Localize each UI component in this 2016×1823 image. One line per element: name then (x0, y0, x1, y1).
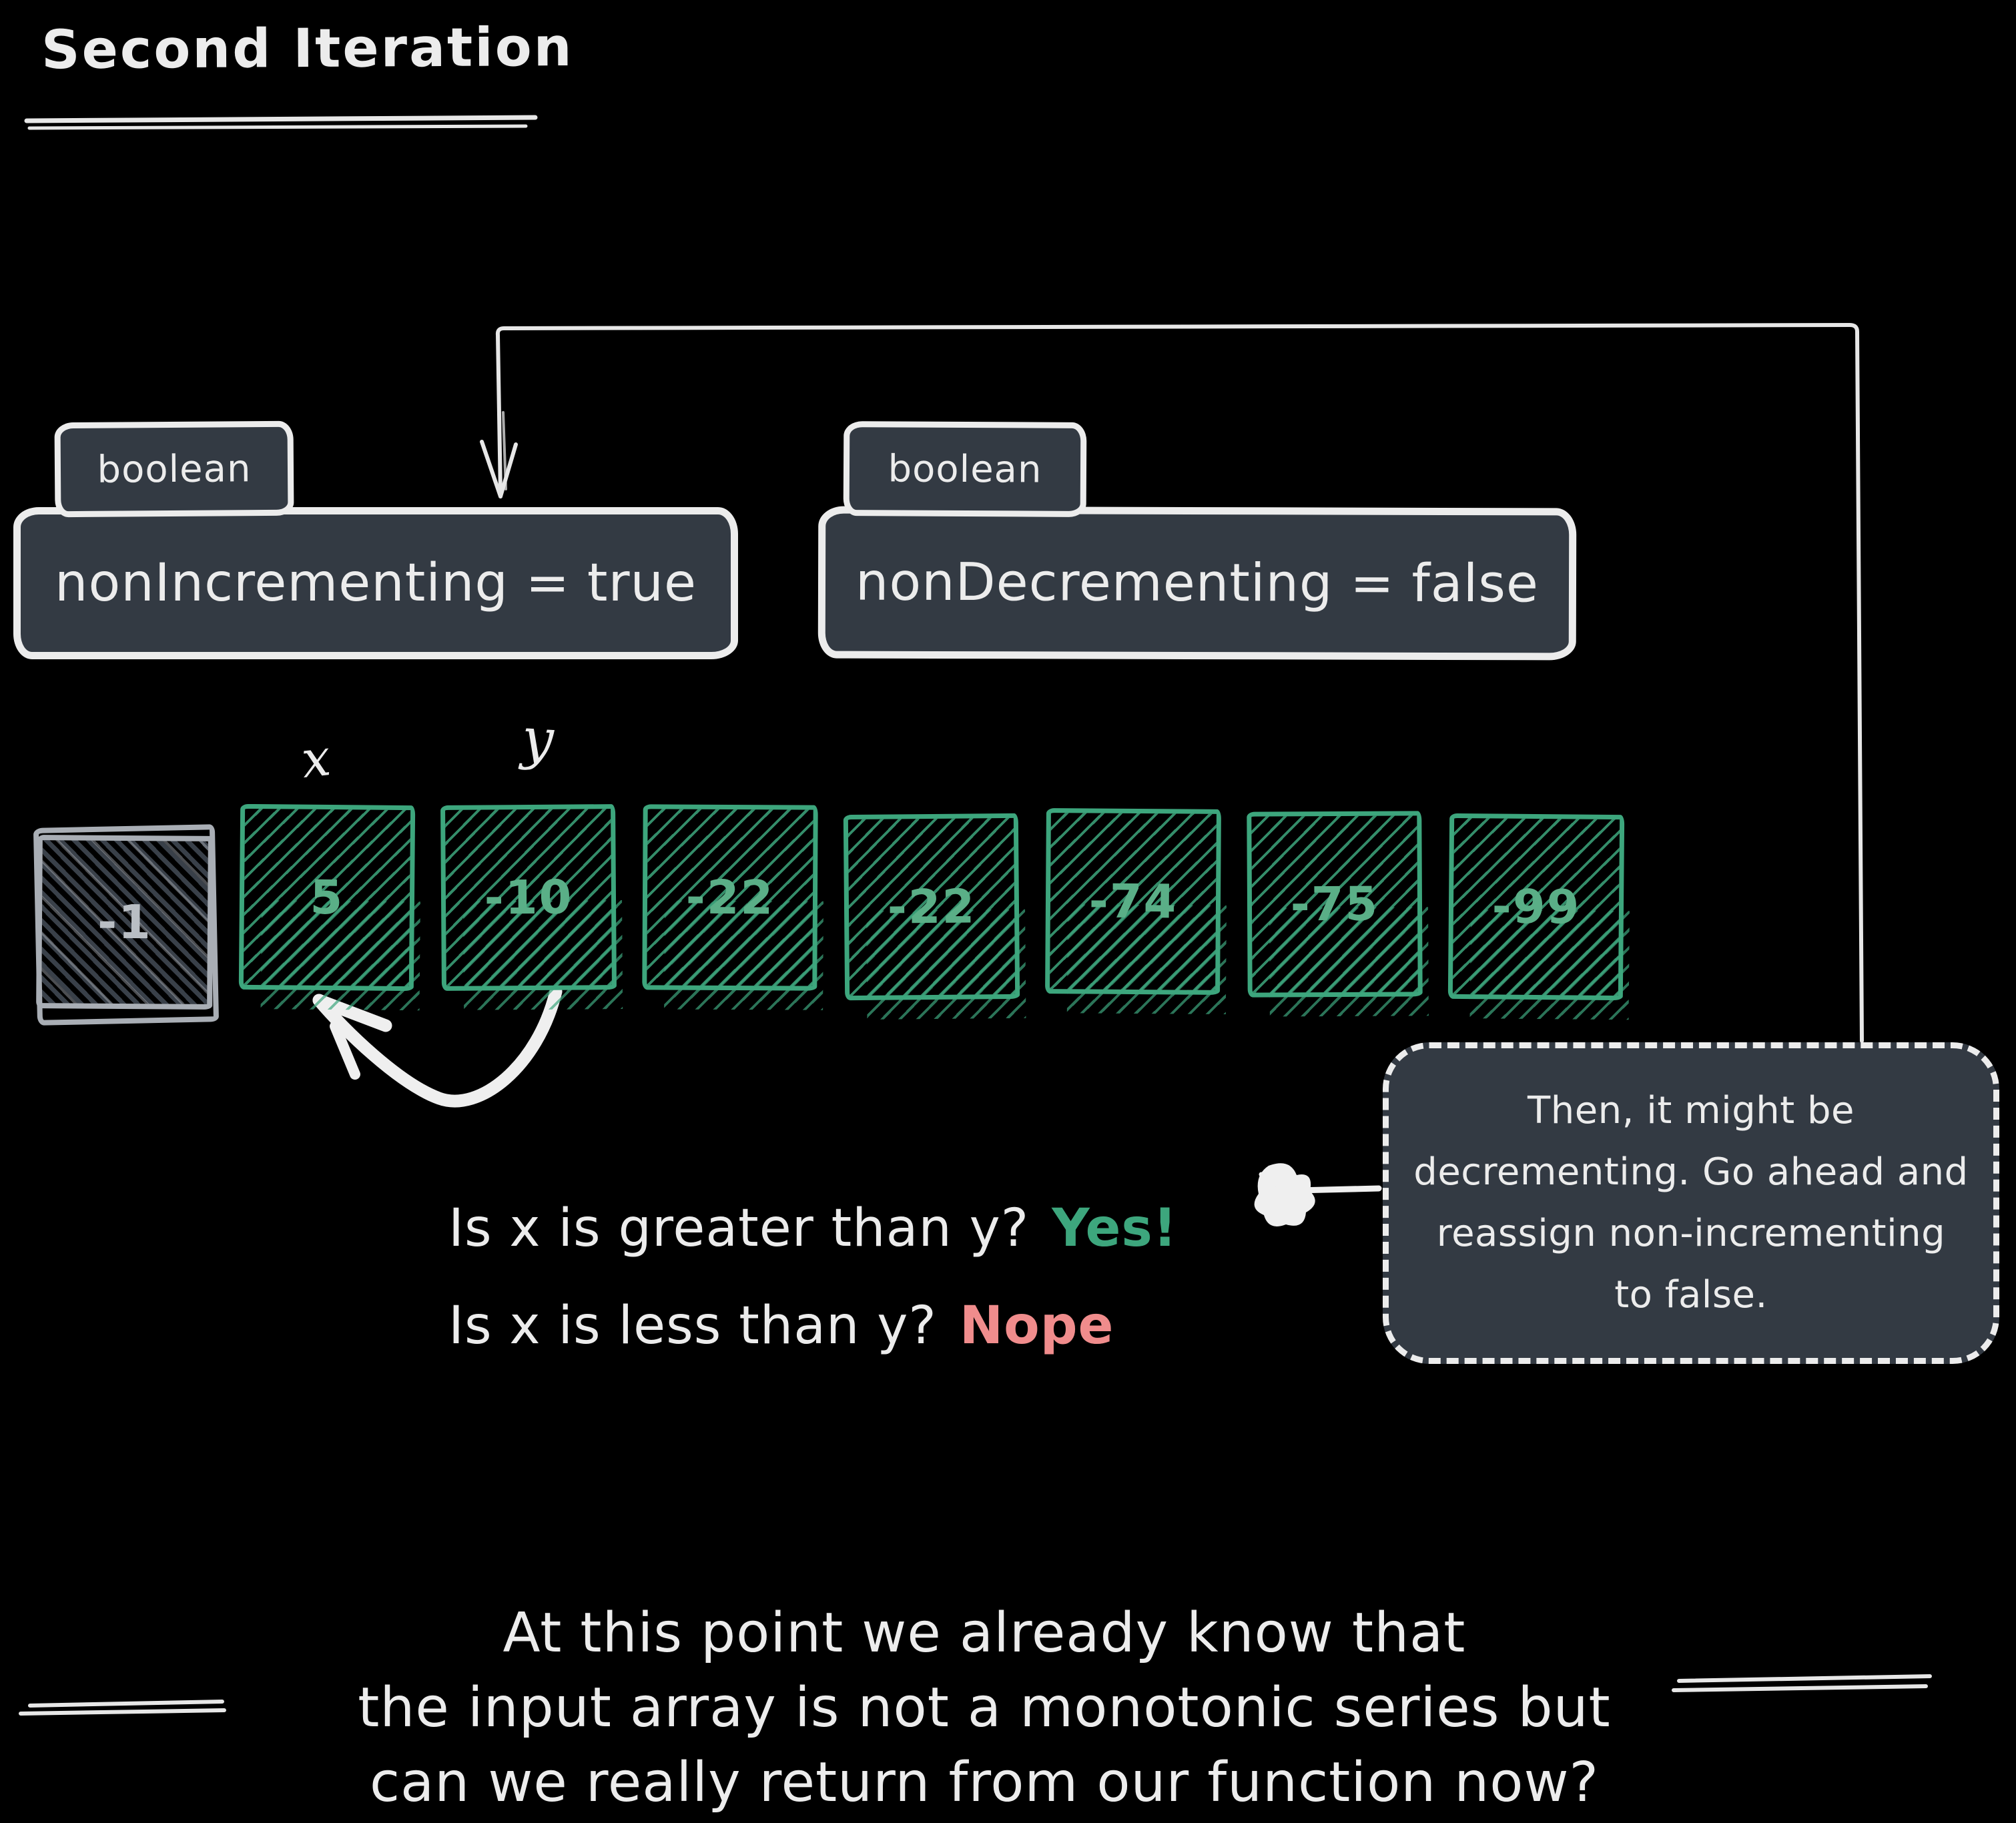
pointer-to-callout-line (1294, 1185, 1382, 1194)
input-array: -1 5 -10 -22 -22 -74 -75 -99 (36, 803, 1625, 1010)
array-cell: -74 (1045, 808, 1221, 995)
cell-value: -75 (1290, 876, 1379, 932)
question-greater-answer: Yes! (1052, 1198, 1178, 1258)
callout-line: Then, it might be (1528, 1089, 1855, 1132)
callout-line: reassign non-incrementing (1436, 1212, 1946, 1255)
array-cell: -75 (1247, 811, 1423, 998)
cell-value: -22 (685, 869, 775, 926)
variable-box-nonincrementing: nonIncrementing = true (13, 507, 738, 659)
callout-line: decrementing. Go ahead and (1413, 1150, 1969, 1194)
cell-value: -74 (1088, 873, 1178, 930)
bottom-left-mark (19, 1700, 226, 1716)
array-cell: -1 (36, 835, 214, 1010)
type-tag-label: boolean (97, 446, 252, 492)
scribble-pointer-icon (1254, 1163, 1315, 1226)
question-greater-prompt: Is x is greater than y? (448, 1198, 1030, 1258)
variable-declaration: nonDecrementing = false (855, 552, 1540, 615)
cell-value: -22 (887, 879, 976, 935)
pointer-y-label: y (520, 705, 556, 773)
question-less: Is x is less than y? Nope (448, 1296, 1177, 1356)
array-cell: -10 (440, 804, 617, 991)
type-tag-nondecrementing: boolean (843, 421, 1087, 517)
closing-note: At this point we already know that the i… (280, 1596, 1688, 1820)
cell-value: -99 (1491, 879, 1581, 935)
callout-line: to false. (1614, 1273, 1768, 1317)
explanation-callout: Then, it might be decrementing. Go ahead… (1383, 1042, 1999, 1364)
cell-value: 5 (310, 869, 344, 926)
type-tag-nonincrementing: boolean (54, 420, 294, 518)
type-tag-label: boolean (888, 446, 1042, 492)
pointer-x-label: x (298, 727, 334, 789)
array-cell: -22 (843, 813, 1020, 1001)
bottom-right-mark (1672, 1674, 1932, 1692)
question-less-prompt: Is x is less than y? (448, 1296, 937, 1356)
closing-note-line: can we really return from our function n… (369, 1751, 1600, 1814)
closing-note-line: At this point we already know that (502, 1601, 1466, 1665)
question-greater: Is x is greater than y? Yes! (448, 1198, 1177, 1258)
comparison-questions: Is x is greater than y? Yes! Is x is less… (448, 1198, 1177, 1356)
array-cell: -99 (1447, 813, 1625, 1001)
page-title: Second Iteration (41, 15, 574, 81)
cell-value: -1 (97, 894, 153, 950)
variable-declaration: nonIncrementing = true (55, 553, 697, 613)
closing-note-line: the input array is not a monotonic serie… (358, 1676, 1611, 1740)
array-cell: 5 (238, 803, 416, 992)
array-cell: -22 (642, 804, 818, 991)
down-arrow-head (480, 440, 518, 498)
title-underline (24, 115, 538, 130)
question-less-answer: Nope (959, 1296, 1114, 1356)
cell-value: -10 (484, 869, 573, 926)
variable-box-nondecrementing: nonDecrementing = false (817, 506, 1577, 661)
